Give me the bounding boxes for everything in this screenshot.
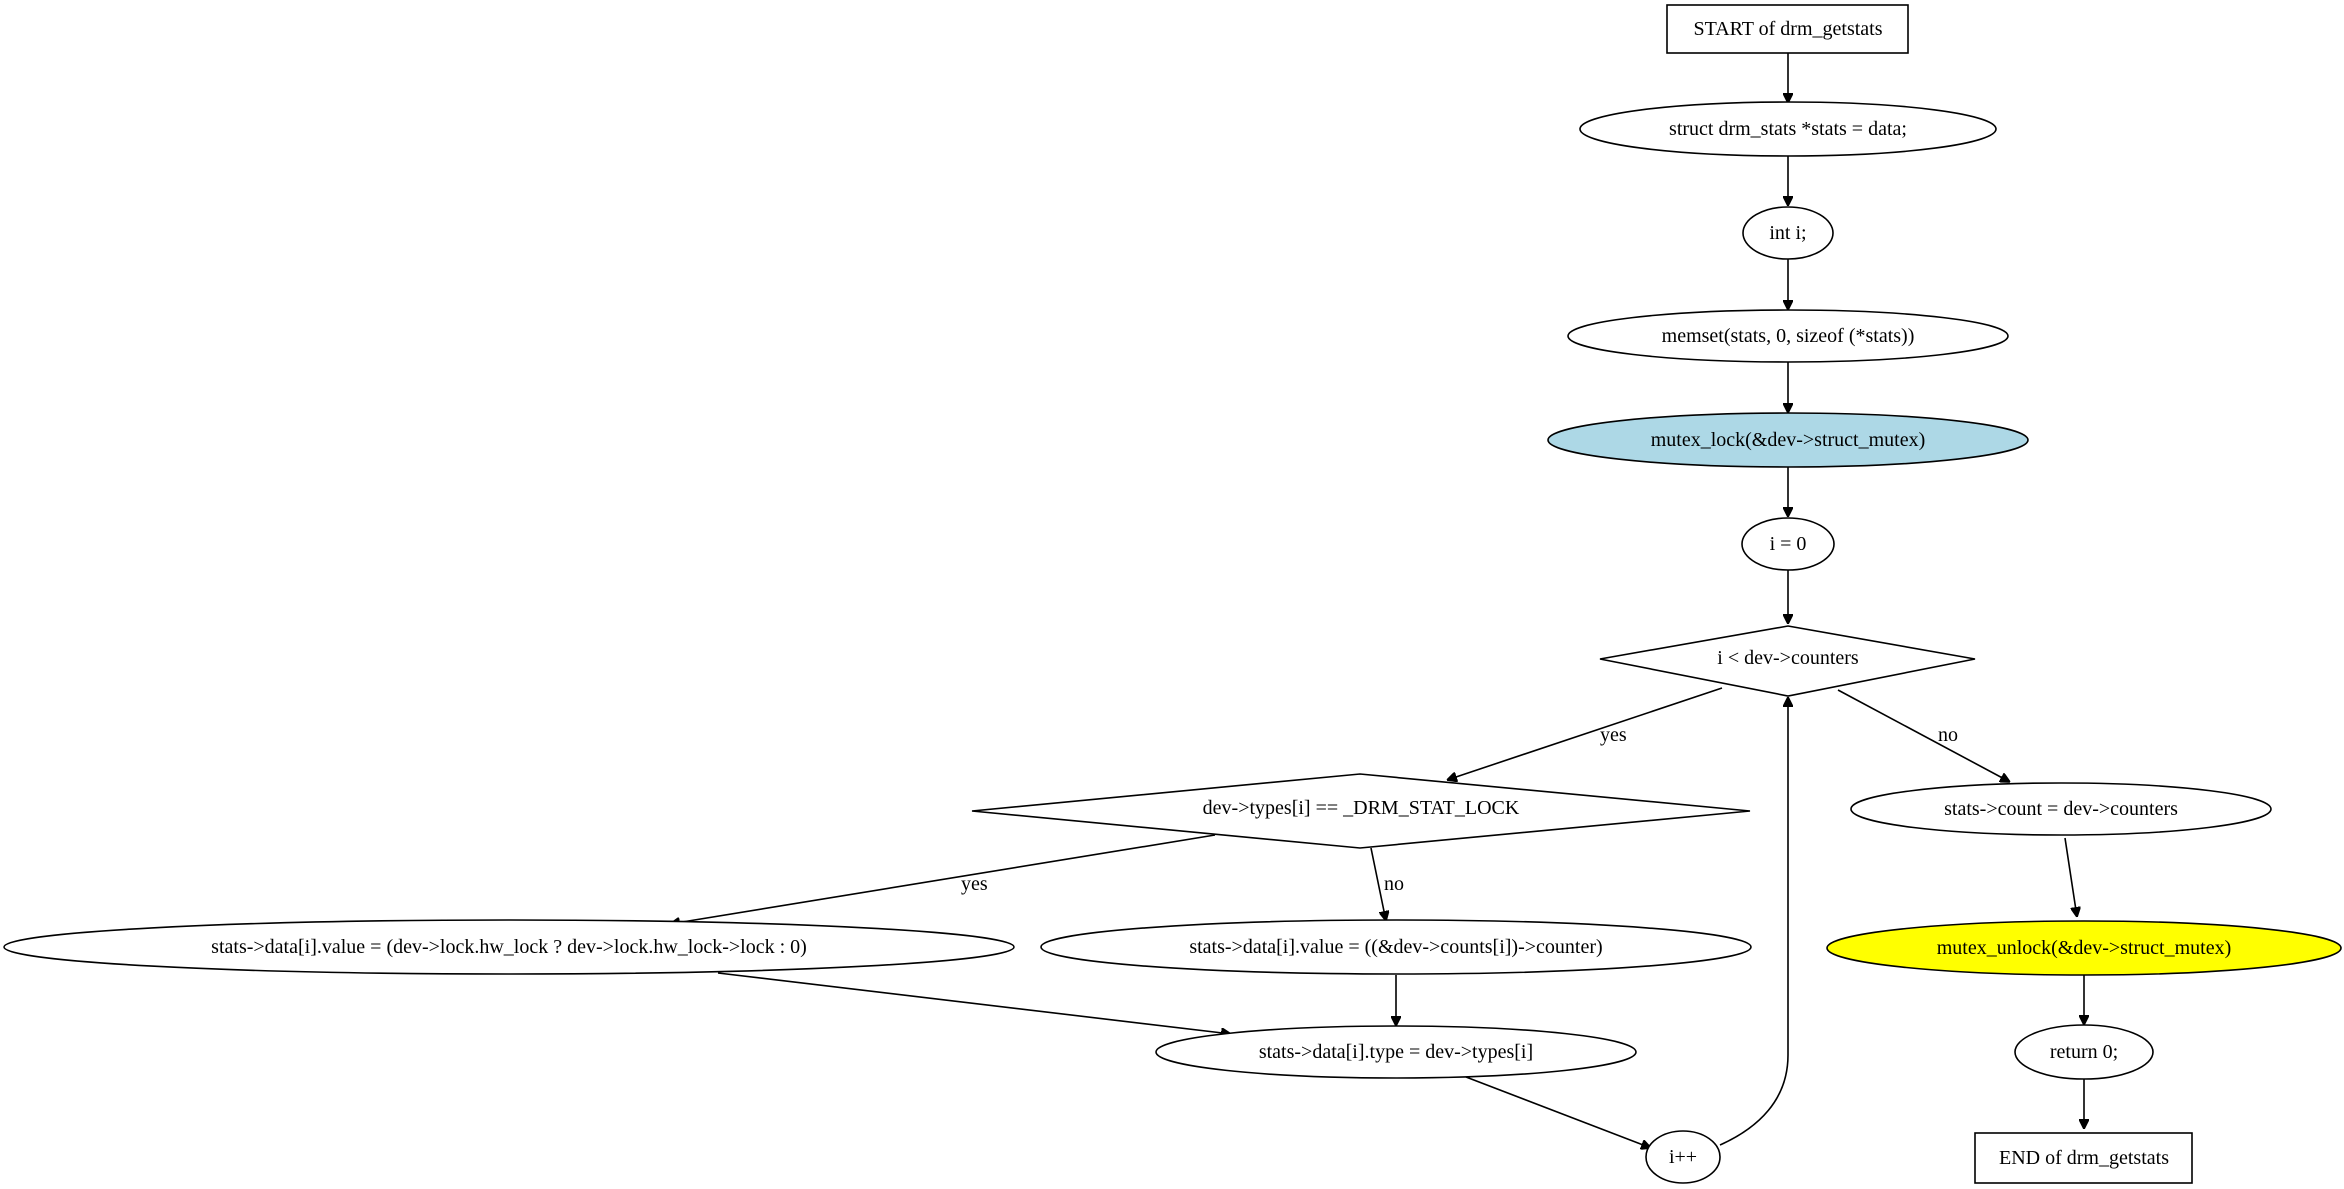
svg-text:i++: i++	[1669, 1146, 1697, 1168]
edge-label-loop-no: no	[1938, 724, 1958, 746]
node-end[interactable]: END of drm_getstats	[1974, 1132, 2193, 1184]
node-ret[interactable]: return 0;	[2014, 1024, 2154, 1080]
node-set-count[interactable]: stats->count = dev->counters	[1850, 782, 2272, 836]
svg-text:i = 0: i = 0	[1770, 533, 1807, 555]
node-incr[interactable]: i++	[1645, 1130, 1721, 1184]
edge-labels: yes no yes no	[961, 724, 1958, 895]
svg-text:struct drm_stats *stats = data: struct drm_stats *stats = data;	[1669, 118, 1907, 140]
node-decl-stats[interactable]: struct drm_stats *stats = data;	[1579, 101, 1997, 157]
svg-text:stats->data[i].type = dev->typ: stats->data[i].type = dev->types[i]	[1259, 1041, 1533, 1063]
svg-text:return 0;: return 0;	[2050, 1041, 2118, 1063]
svg-text:stats->count = dev->counters: stats->count = dev->counters	[1944, 798, 2178, 820]
node-init-i[interactable]: i = 0	[1741, 517, 1835, 571]
edge-type-check-to-value-lock	[670, 834, 1216, 924]
edge-label-type-yes: yes	[961, 873, 988, 895]
edge-incr-to-loop-cond	[1719, 697, 1788, 1146]
svg-text:mutex_unlock(&dev->struct_mute: mutex_unlock(&dev->struct_mutex)	[1937, 937, 2232, 959]
svg-text:END of drm_getstats: END of drm_getstats	[1999, 1147, 2169, 1169]
node-loop-cond[interactable]: i < dev->counters	[1599, 625, 1976, 697]
edge-value-lock-to-set-type	[717, 972, 1231, 1034]
node-mutex-lock[interactable]: mutex_lock(&dev->struct_mutex)	[1547, 412, 2029, 468]
edge-set-count-to-mutex-unlock	[2064, 837, 2077, 917]
node-set-type[interactable]: stats->data[i].type = dev->types[i]	[1155, 1025, 1637, 1079]
edges	[670, 53, 2084, 1148]
edge-loop-cond-to-type-check	[1447, 687, 1723, 780]
node-start[interactable]: START of drm_getstats	[1666, 4, 1909, 54]
svg-text:int i;: int i;	[1769, 222, 1806, 244]
svg-text:i < dev->counters: i < dev->counters	[1717, 647, 1859, 669]
edge-label-loop-yes: yes	[1600, 724, 1627, 746]
node-value-counter[interactable]: stats->data[i].value = ((&dev->counts[i]…	[1040, 919, 1752, 975]
node-mutex-unlock[interactable]: mutex_unlock(&dev->struct_mutex)	[1826, 920, 2342, 976]
svg-text:stats->data[i].value = ((&dev-: stats->data[i].value = ((&dev->counts[i]…	[1189, 936, 1602, 958]
edge-set-type-to-incr	[1465, 1076, 1651, 1148]
node-decl-i[interactable]: int i;	[1742, 206, 1834, 260]
edge-loop-cond-to-set-count	[1837, 689, 2010, 782]
edge-type-check-to-value-counter	[1370, 847, 1386, 921]
svg-text:dev->types[i] == _DRM_STAT_LOC: dev->types[i] == _DRM_STAT_LOCK	[1203, 797, 1520, 819]
edge-label-type-no: no	[1384, 873, 1404, 895]
svg-text:stats->data[i].value = (dev->l: stats->data[i].value = (dev->lock.hw_loc…	[211, 936, 807, 958]
svg-text:START of drm_getstats: START of drm_getstats	[1693, 18, 1882, 40]
svg-text:memset(stats, 0, sizeof (*stat: memset(stats, 0, sizeof (*stats))	[1662, 325, 1915, 347]
nodes: START of drm_getstats struct drm_stats *…	[3, 4, 2342, 1184]
node-value-lock[interactable]: stats->data[i].value = (dev->lock.hw_loc…	[3, 919, 1015, 975]
node-type-check[interactable]: dev->types[i] == _DRM_STAT_LOCK	[971, 773, 1751, 849]
node-memset[interactable]: memset(stats, 0, sizeof (*stats))	[1567, 309, 2009, 363]
svg-text:mutex_lock(&dev->struct_mutex): mutex_lock(&dev->struct_mutex)	[1651, 429, 1926, 451]
